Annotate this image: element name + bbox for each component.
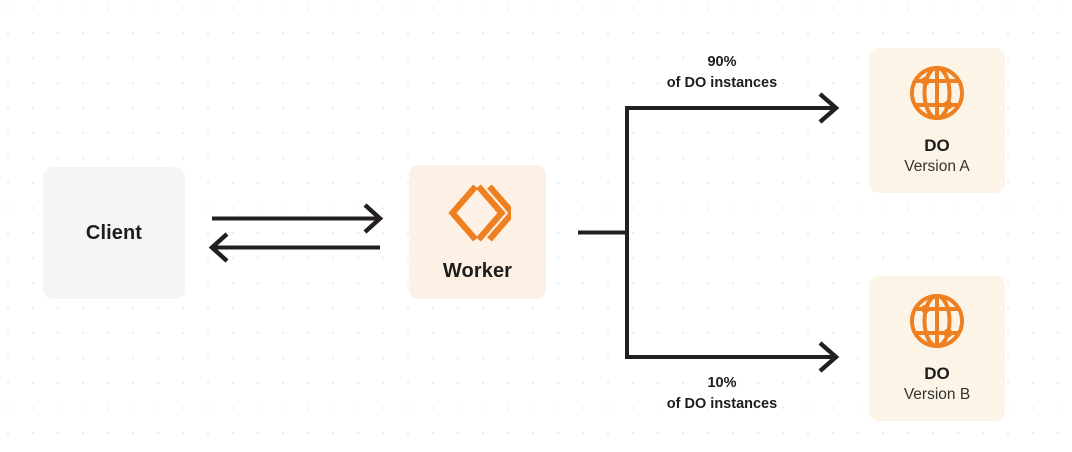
- node-do-b-label: DO: [924, 363, 950, 383]
- node-do-version-a[interactable]: DO Version A: [869, 48, 1005, 193]
- edge-worker-to-client: [208, 232, 380, 263]
- edge-label-do-b: 10% of DO instances: [627, 373, 817, 415]
- edge-label-do-a-percent: 90%: [707, 54, 737, 70]
- node-do-a-sublabel: Version A: [904, 158, 970, 176]
- globe-icon: [908, 292, 966, 350]
- node-worker[interactable]: Worker: [409, 165, 546, 299]
- edge-label-do-a: 90% of DO instances: [627, 52, 817, 94]
- edge-label-do-b-percent: 10%: [707, 375, 737, 391]
- globe-icon: [908, 64, 966, 122]
- node-client-label: Client: [85, 221, 143, 244]
- edge-client-to-worker: [212, 203, 384, 234]
- node-do-b-sublabel: Version B: [903, 386, 971, 404]
- edge-label-do-b-caption: of DO instances: [666, 396, 778, 413]
- node-do-a-label: DO: [924, 135, 950, 155]
- edge-worker-to-do-b: [625, 341, 840, 373]
- edge-worker-to-do-a: [625, 92, 840, 124]
- cloudflare-workers-icon: [445, 182, 517, 244]
- edge-label-do-a-caption: of DO instances: [666, 75, 778, 92]
- node-worker-label: Worker: [442, 259, 513, 282]
- node-do-version-b[interactable]: DO Version B: [869, 276, 1005, 421]
- node-client[interactable]: Client: [43, 167, 185, 299]
